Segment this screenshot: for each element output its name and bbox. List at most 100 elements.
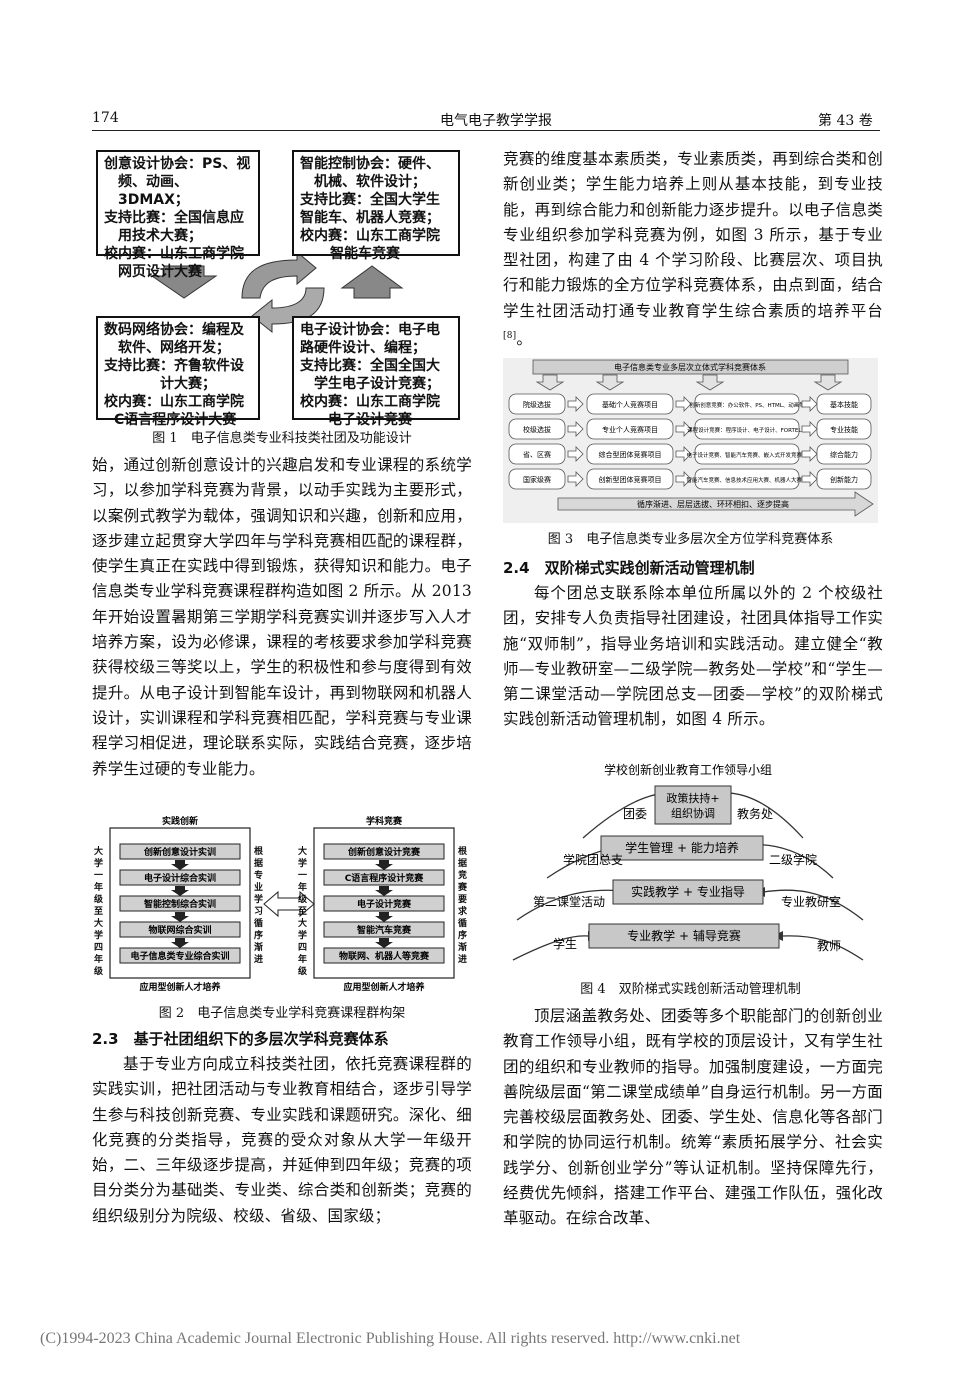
fig3-project-label: 创新创意竞赛：办公软件、PS、HTML、动画等 [689, 401, 805, 409]
box-line: 支持比赛：全国全国大 [300, 358, 440, 374]
figure-1-arrows [150, 250, 404, 334]
fig3-skill-label: 综合能力 [830, 450, 858, 459]
fig3-arrow [567, 396, 584, 412]
right-top-paragraph: 竞赛的维度基本素质类，专业素质类，再到综合类和创新创业类；学生能力培养上则从基本… [503, 147, 883, 353]
figure-1-caption: 图 1 电子信息类专业科技类社团及功能设计 [152, 431, 412, 446]
fig3-project-box [694, 443, 800, 465]
fig3-arrow [675, 396, 692, 412]
fig2-mid-right-side-label: 大学一年级至大学四年级 [298, 847, 308, 977]
fig3-team-box [586, 418, 674, 440]
section-2-3-text: 基于专业方向成立科技类社团，依托竞赛课程群的实践实训，把社团活动与专业教育相结合… [92, 1055, 472, 1225]
box-line: 计大赛； [160, 376, 216, 392]
box-line: 智能车竞赛 [330, 246, 400, 262]
fig2-left-item-box [119, 869, 241, 886]
fig2-left-items: 创新创意设计实训电子设计综合实训智能控制综合实训物联网综合实训电子信息类专业综合… [119, 843, 241, 964]
fig2-left-item-label: 创新创意设计实训 [143, 846, 216, 858]
figure-3: 电子信息类专业多层次立体式学科竞赛体系 院级选拔基础个人竞赛项目创新创意竞赛：办… [503, 358, 878, 523]
box-line: 创意设计协会：PS、视 [104, 156, 251, 172]
fig3-arrow [567, 471, 584, 487]
copyright-footer: (C)1994-2023 China Academic Journal Elec… [40, 1330, 741, 1347]
figure-2: 创新创意设计实训电子设计综合实训智能控制综合实训物联网综合实训电子信息类专业综合… [92, 815, 472, 996]
fig3-team-box [586, 468, 674, 490]
fig3-level-box [508, 468, 566, 490]
fig2-left-item-box [119, 843, 241, 860]
fig3-arrow [675, 421, 692, 437]
fig4-right-label-4: 教师 [817, 938, 841, 953]
fig2-right-side-label: 根据竞赛要求循序渐进 [458, 847, 468, 965]
header-rule [92, 130, 880, 131]
electronic-design-assoc-box: 电子设计协会：电子电 路硬件设计、编程； 支持比赛：全国全国大 学生电子设计竞赛… [292, 316, 460, 428]
fig3-level-label: 校级选拔 [523, 425, 551, 434]
fig3-level-label: 省、区赛 [523, 450, 551, 459]
fig3-project-label: 智能汽车竞赛、信息技术应用大赛、机器人大赛等 [686, 476, 808, 484]
fig3-arrow [675, 471, 692, 487]
fig2-right-item-label: 智能汽车竞赛 [357, 924, 412, 936]
section-2-3-body: 基于专业方向成立科技类社团，依托竞赛课程群的实践实训，把社团活动与专业教育相结合… [92, 1052, 472, 1229]
fig2-left-title: 实践创新 [162, 816, 198, 827]
fig2-right-item-box [323, 947, 445, 964]
fig2-left-side-label: 大学一年级至大学四年级 [94, 847, 104, 977]
fig2-right-title: 学科竞赛 [366, 816, 403, 827]
fig2-left-item-box [119, 947, 241, 964]
citation-ref: [8] [503, 331, 517, 342]
box-line: 电子设计协会：电子电 [300, 322, 440, 338]
fig2-left-item-box [119, 895, 241, 912]
fig3-project-box [694, 393, 800, 415]
fig2-left-item-label: 电子设计综合实训 [144, 872, 216, 884]
box-line: 智能车、机器人竞赛； [300, 210, 440, 226]
box-line: 校内赛：山东工商学院 [300, 394, 440, 410]
fig3-skill-label: 基本技能 [830, 400, 858, 409]
section-2-4-title: 2.4 双阶梯式实践创新活动管理机制 [503, 559, 755, 577]
fig4-box-management: 学生管理 + 能力培养 [625, 840, 739, 855]
figure-3-caption: 图 3 电子信息类专业多层次全方位学科竞赛体系 [547, 532, 834, 547]
fig4-left-label-1: 团委 [623, 807, 647, 821]
right-top-end: 。 [516, 330, 533, 349]
fig2-right-item-arrow [375, 938, 393, 948]
fig3-level-box [508, 418, 566, 440]
box-line: 网页设计大赛 [118, 264, 202, 280]
box-line: 校内赛：山东工商学院 [104, 246, 244, 262]
fig4-left-label-4: 学生 [553, 936, 577, 951]
fig2-left-item-arrow [171, 886, 189, 896]
fig3-arrow [801, 421, 818, 437]
right-bottom-text: 顶层涵盖教务处、团委等多个职能部门的创新创业教育工作领导小组，既有学校的顶层设计… [503, 1007, 883, 1228]
fig3-skill-box [816, 468, 872, 490]
fig3-team-label: 综合型团体竞赛项目 [599, 450, 662, 459]
fig2-right-item-box [323, 895, 445, 912]
fig2-left-item-arrow [171, 912, 189, 922]
fig4-right-label-1: 教务处 [737, 806, 773, 821]
fig3-project-box [694, 418, 800, 440]
fig2-right-item-label: 电子设计竞赛 [357, 898, 412, 910]
fig2-left-bottom: 应用型创新人才培养 [139, 981, 220, 993]
fig4-right-label-2: 二级学院 [769, 852, 817, 867]
section-2-3-title: 2.3 基于社团组织下的多层次学科竞赛体系 [92, 1030, 389, 1048]
fig3-arrow [675, 446, 692, 462]
fig2-right-item-label: C语言程序设计竞赛 [345, 872, 425, 884]
creative-design-assoc-box: 创意设计协会：PS、视 频、动画、3DMAX； 支持比赛：全国信息应 用技术大赛… [96, 150, 260, 280]
fig3-arrow [567, 421, 584, 437]
fig2-right-item-label: 物联网、机器人等竞赛 [339, 950, 430, 962]
left-text: 始，通过创新创意设计的兴趣启发和专业课程的系统学习，以参加学科竞赛为背景，以动手… [92, 456, 472, 778]
fig3-project-label: 电子设计竞赛、智能汽车竞赛、嵌入式开发竞赛等 [686, 451, 808, 459]
fig4-right-label-3: 专业教研室 [781, 894, 841, 909]
box-line: 支持比赛：齐鲁软件设 [104, 358, 244, 374]
fig4-left-label-3: 第二课堂活动 [533, 895, 605, 909]
box-line: 频、动画、3DMAX； [118, 174, 189, 208]
fig2-mid-left-side-label: 根据专业学习循序渐进 [254, 847, 264, 965]
box-line: 支持比赛：全国信息应 [104, 210, 244, 226]
fig3-team-label: 基础个人竞赛项目 [602, 400, 658, 409]
fig2-left-item-label: 物联网综合实训 [148, 924, 211, 936]
fig2-right-item-box [323, 921, 445, 938]
left-paragraph: 始，通过创新创意设计的兴趣启发和专业课程的系统学习，以参加学科竞赛为背景，以动手… [92, 453, 472, 782]
right-top-text: 竞赛的维度基本素质类，专业素质类，再到综合类和创新创业类；学生能力培养上则从基本… [503, 150, 883, 320]
fig3-bottom-label: 循序渐进、层层选拔、环环相扣、逐步提高 [637, 499, 789, 509]
right-bottom-paragraph: 顶层涵盖教务处、团委等多个职能部门的创新创业教育工作领导小组，既有学校的顶层设计… [503, 1004, 883, 1232]
figure-2-diagram: 创新创意设计实训电子设计综合实训智能控制综合实训物联网综合实训电子信息类专业综合… [109, 815, 455, 993]
box-line: 软件、网络开发； [118, 340, 230, 356]
fig3-skill-box [816, 393, 872, 415]
fig2-left-item-arrow [171, 938, 189, 948]
box-line: 支持比赛：全国大学生 [300, 192, 440, 208]
fig3-skill-box [816, 443, 872, 465]
fig3-skill-label: 专业技能 [830, 425, 858, 434]
